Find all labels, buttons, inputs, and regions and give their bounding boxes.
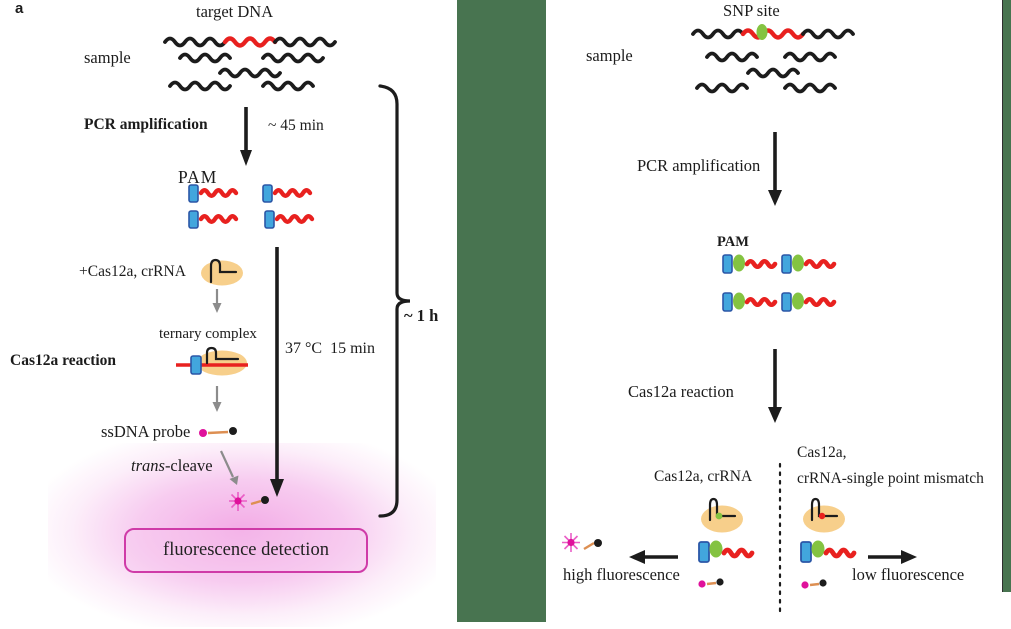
pcr-amplification-label-b: PCR amplification — [637, 156, 761, 175]
amplicon-snp — [722, 254, 778, 274]
target-dna-label: target DNA — [196, 2, 274, 21]
gray-arrow-2 — [212, 386, 222, 412]
mismatch-condition-label-line2: crRNA-single point mismatch — [797, 470, 984, 487]
high-fluorescence-arrow — [629, 550, 678, 564]
amplicon-snp — [781, 254, 837, 274]
cleave-word: -cleave — [164, 456, 213, 475]
high-fluorescence-label: high fluorescence — [563, 565, 680, 584]
ssdna-probe-label: ssDNA probe — [101, 422, 191, 441]
cas12a-crrna-label: +Cas12a, crRNA — [79, 263, 186, 280]
cleaved-probe-icon-b — [562, 533, 602, 552]
crrna-hairpin-icon — [209, 258, 238, 284]
panel-divider-band — [457, 0, 546, 622]
panel-a-label: a — [15, 0, 24, 17]
crrna-hairpin-icon — [205, 346, 240, 365]
ternary-complex-label: ternary complex — [159, 326, 257, 342]
fluorescence-glow — [48, 443, 436, 627]
cas12a-reaction-label-b: Cas12a reaction — [628, 382, 734, 401]
pcr-amplicons-a — [188, 184, 315, 229]
cleaved-probe-icon-a — [229, 492, 269, 511]
low-fluorescence-label: low fluorescence — [852, 565, 965, 584]
snp-dot-icon — [756, 24, 768, 40]
crrna-match-dot-icon — [715, 512, 723, 520]
trans-cleave-arrow — [220, 450, 239, 485]
fluorophore-icon — [567, 538, 575, 547]
matched-complex-icon — [701, 497, 743, 533]
snp-site-label: SNP site — [723, 1, 780, 20]
fluorescence-detection-box: fluorescence detection — [124, 528, 368, 573]
total-time-bracket — [378, 84, 411, 518]
pcr-amplification-label-a: PCR amplification — [84, 116, 208, 133]
pcr-amplicons-b — [722, 254, 837, 312]
pcr-arrow-a — [240, 107, 252, 166]
incubation-label: 37 °C 15 min — [285, 340, 375, 357]
matched-amplicon — [698, 540, 755, 563]
trans-word: trans — [131, 456, 165, 475]
ternary-complex-icon — [176, 346, 248, 376]
matched-condition-label: Cas12a, crRNA — [654, 468, 753, 485]
crrna-mismatch-dot-icon — [818, 512, 826, 520]
figure-edge-stripe — [1002, 0, 1011, 592]
amplicon — [188, 210, 239, 229]
fluorophore-icon — [234, 497, 242, 505]
sample-dna-b — [691, 24, 855, 94]
amplicon-snp — [781, 292, 837, 312]
quencher-icon — [594, 539, 602, 547]
pcr-arrow-b — [768, 132, 782, 206]
amplicon-snp — [722, 292, 778, 312]
amplicon — [262, 184, 313, 203]
sample-dna-a — [163, 36, 337, 92]
cas12a-crrna-icon — [201, 258, 243, 286]
low-fluorescence-arrow — [868, 550, 917, 564]
ssdna-probe-icon — [199, 427, 237, 437]
intact-probe-icon-right — [801, 579, 827, 589]
pam-label-a: PAM — [178, 167, 218, 187]
mismatched-amplicon — [800, 540, 857, 563]
gray-arrow-1 — [212, 289, 222, 313]
pam-label-b: PAM — [717, 234, 749, 250]
pcr-time-label: ~ 45 min — [268, 117, 324, 134]
sample-label-a: sample — [84, 48, 131, 67]
sample-label-b: sample — [586, 46, 633, 65]
mismatch-condition-label-line1: Cas12a, — [797, 444, 847, 461]
trans-cleave-label: trans-cleave — [131, 456, 213, 475]
total-time-label: ~ 1 h — [404, 306, 439, 325]
amplicon — [264, 210, 315, 229]
cas12a-reaction-arrow-b — [768, 349, 782, 423]
cas12a-reaction-label-a: Cas12a reaction — [10, 352, 117, 369]
amplicon — [188, 184, 239, 203]
intact-probe-icon-left — [698, 578, 724, 588]
detection-arrow-a — [270, 247, 284, 497]
mismatched-complex-icon — [803, 497, 845, 533]
fluorescence-detection-label: fluorescence detection — [163, 540, 329, 560]
quencher-icon — [261, 496, 269, 504]
target-dna-segment — [222, 36, 278, 48]
